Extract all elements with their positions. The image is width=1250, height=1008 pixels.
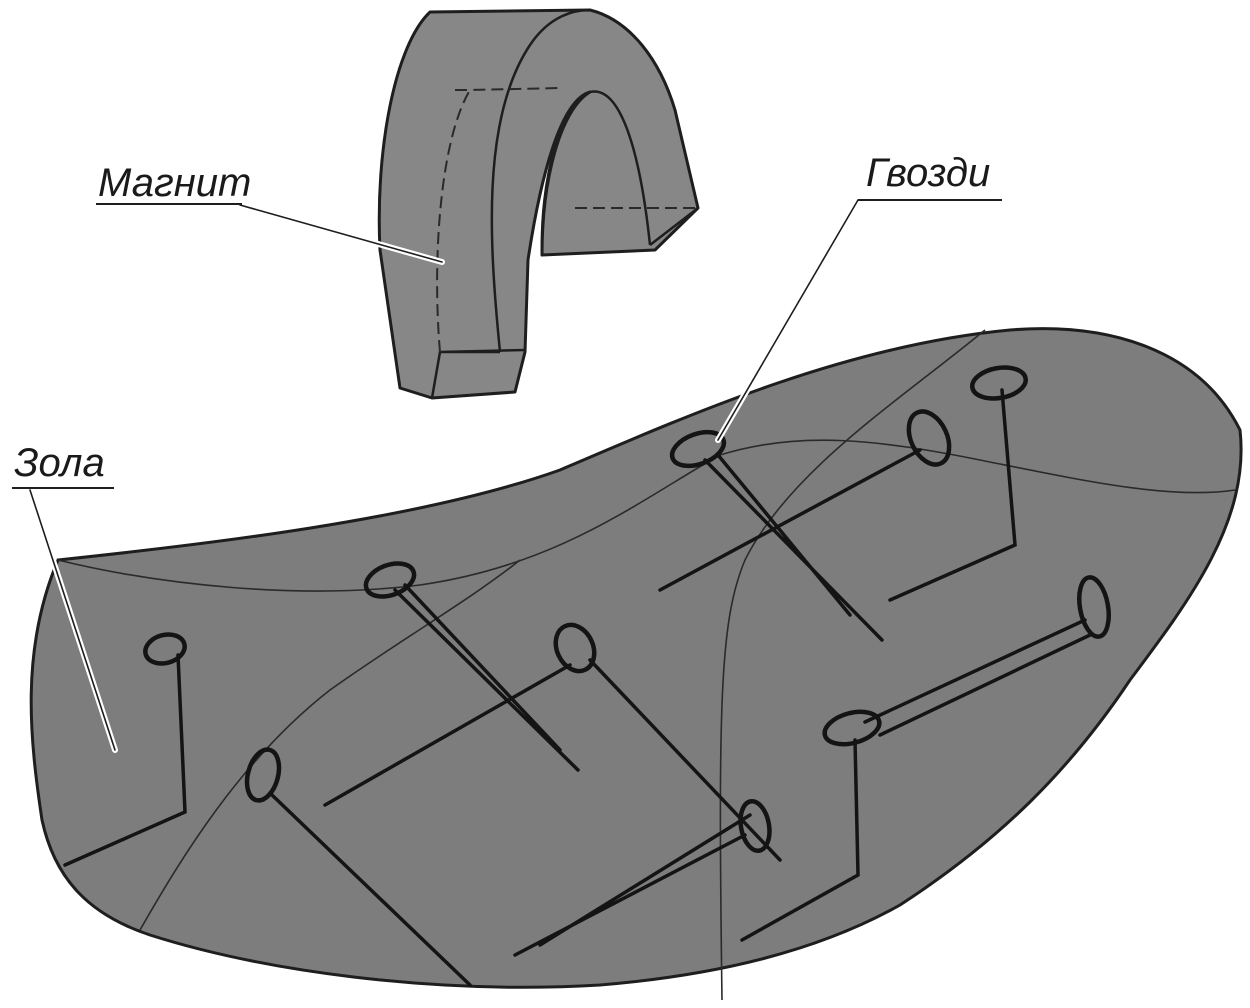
ash-leader [29, 489, 116, 751]
ash-contour-ridge [719, 329, 986, 1001]
nail-5 [513, 799, 772, 957]
ash-contour-left [139, 559, 521, 931]
nail-7 [658, 409, 952, 592]
nails-label: Гвозди [866, 151, 990, 195]
nail-8 [888, 365, 1028, 602]
ash-heap-surface [29, 327, 1243, 989]
nail-10 [740, 709, 882, 942]
nail-4 [244, 747, 472, 987]
leaders [27, 197, 861, 753]
magnet [377, 8, 700, 400]
nail-6 [669, 429, 884, 642]
magnet-hidden-edges [436, 87, 698, 353]
magnet-body [377, 8, 700, 400]
labels: Магнит Гвозди Зола [12, 151, 1002, 489]
nails-leader [717, 199, 859, 441]
magnet-leader [239, 204, 443, 263]
ash-label: Зола [14, 441, 105, 485]
magnet-right-face [649, 207, 699, 246]
ash-heap [29, 327, 1243, 1001]
nails [63, 365, 1111, 987]
magnet-inner-arc [540, 90, 652, 256]
magnet-label: Магнит [98, 161, 251, 205]
nail-2 [363, 561, 580, 772]
nail-9 [863, 575, 1111, 737]
nail-1 [63, 632, 187, 867]
nail-3 [323, 622, 782, 862]
magnet-front-arc [490, 8, 591, 353]
